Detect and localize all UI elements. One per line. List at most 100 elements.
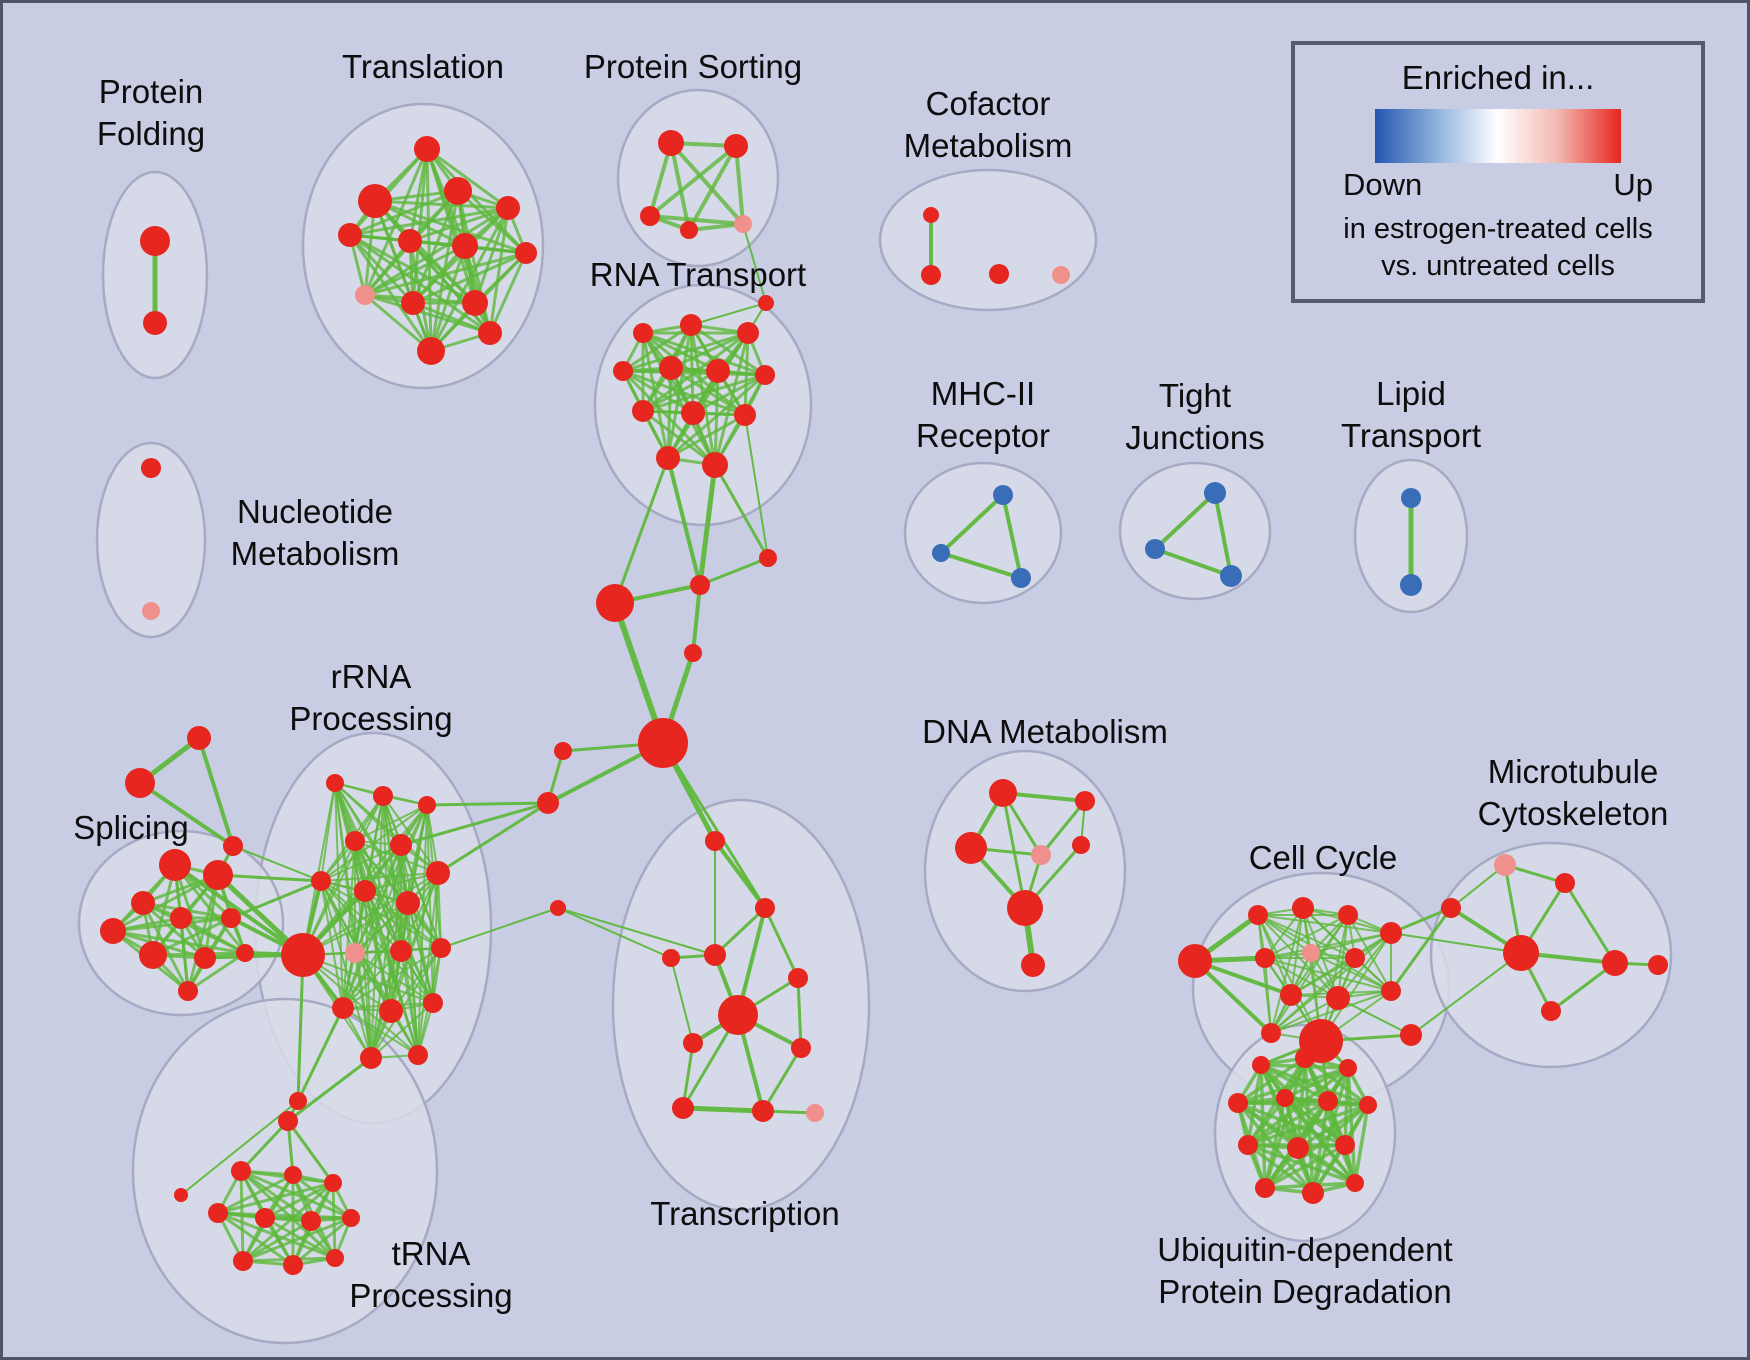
edge <box>488 251 528 335</box>
node-cm1 <box>923 207 939 223</box>
cluster-label-protein-folding: Folding <box>97 115 205 152</box>
edge <box>697 462 718 588</box>
edge <box>348 233 433 353</box>
node-x2 <box>690 575 710 595</box>
edge <box>1310 952 1392 992</box>
node-tx8 <box>791 1038 811 1058</box>
node-cc8 <box>1345 948 1365 968</box>
edge <box>713 463 770 560</box>
node-tr10 <box>401 291 425 315</box>
node-tn3 <box>284 1166 302 1184</box>
node-ub3 <box>1339 1059 1357 1077</box>
node-rr16 <box>423 993 443 1013</box>
cluster-label-nucleotide-metabolism: Nucleotide <box>237 493 393 530</box>
node-mc6 <box>1541 1001 1561 1021</box>
node-pf2 <box>143 311 167 335</box>
node-rt4 <box>613 361 633 381</box>
legend-up-label: Up <box>1613 167 1653 202</box>
edge <box>320 880 442 949</box>
node-tx6 <box>788 968 808 988</box>
node-ub9 <box>1287 1137 1309 1159</box>
node-tr4 <box>444 177 472 205</box>
node-mh1 <box>993 485 1013 505</box>
node-rt1 <box>633 323 653 343</box>
edge <box>138 781 235 848</box>
node-tr6 <box>398 229 422 253</box>
node-nm2 <box>142 602 160 620</box>
node-cc13 <box>1261 1023 1281 1043</box>
node-mc5 <box>1602 950 1628 976</box>
edge <box>1264 914 1349 959</box>
legend-title: Enriched in... <box>1401 59 1595 96</box>
edge <box>320 880 419 1056</box>
node-dm5 <box>1072 836 1090 854</box>
node-ub6 <box>1318 1091 1338 1111</box>
node-tn4 <box>324 1174 342 1192</box>
node-rr11 <box>345 943 365 963</box>
edge <box>296 1006 345 1103</box>
edge <box>417 804 428 1056</box>
node-cc1 <box>1178 944 1212 978</box>
node-dm1 <box>989 779 1017 807</box>
node-rr12 <box>390 940 412 962</box>
edge <box>1549 961 1617 1013</box>
edge <box>621 323 693 373</box>
cluster-label-lipid-transport: Transport <box>1341 417 1481 454</box>
node-sp3 <box>131 891 155 915</box>
node-x1 <box>759 549 777 567</box>
node-cc4 <box>1338 905 1358 925</box>
edge <box>1001 791 1027 910</box>
edge <box>411 147 429 305</box>
node-ps1 <box>658 130 684 156</box>
edge <box>302 954 419 1056</box>
node-mc2 <box>1555 873 1575 893</box>
node-mc7 <box>1648 955 1668 975</box>
node-ub13 <box>1346 1174 1364 1192</box>
cluster-label-trna-processing: tRNA <box>392 1235 471 1272</box>
edge <box>473 206 510 305</box>
node-dm2 <box>1075 791 1095 811</box>
node-cm3 <box>989 264 1009 284</box>
node-cc3 <box>1292 897 1314 919</box>
node-rt5 <box>659 356 683 380</box>
edge <box>713 331 750 467</box>
node-rr7 <box>311 871 331 891</box>
node-dm3 <box>955 832 987 864</box>
node-ub12 <box>1302 1182 1324 1204</box>
edge <box>1246 1103 1370 1147</box>
node-tj3 <box>1220 565 1242 587</box>
edge <box>666 456 702 587</box>
node-rr4 <box>345 831 365 851</box>
node-tx10 <box>752 1100 774 1122</box>
edge <box>363 293 433 353</box>
node-tn8 <box>342 1209 360 1227</box>
node-rr15 <box>379 999 403 1023</box>
edge <box>1389 906 1453 993</box>
node-tn11 <box>326 1249 344 1267</box>
edge <box>364 890 442 949</box>
edge <box>687 222 745 232</box>
node-rt6 <box>706 359 730 383</box>
edge <box>425 147 528 255</box>
edge <box>1303 1056 1370 1107</box>
node-rt10 <box>734 404 756 426</box>
node-tr1 <box>414 136 440 162</box>
edge <box>411 189 460 305</box>
edge <box>1410 952 1522 1036</box>
cluster-label-transcription: Transcription <box>650 1195 840 1232</box>
legend-down-label: Down <box>1343 167 1423 202</box>
edge <box>1310 932 1392 954</box>
node-lt1 <box>1401 488 1421 508</box>
edge <box>320 844 402 882</box>
node-sp1 <box>159 849 191 881</box>
cluster-ellipse-nucleotide-metabolism <box>95 441 207 639</box>
node-tx3 <box>704 944 726 966</box>
edge <box>557 907 672 959</box>
node-rt8 <box>632 400 654 422</box>
edge <box>354 952 372 1059</box>
edge <box>363 206 510 297</box>
node-sp10 <box>178 981 198 1001</box>
edge <box>666 413 747 460</box>
edge <box>689 323 767 377</box>
edge <box>621 369 695 415</box>
